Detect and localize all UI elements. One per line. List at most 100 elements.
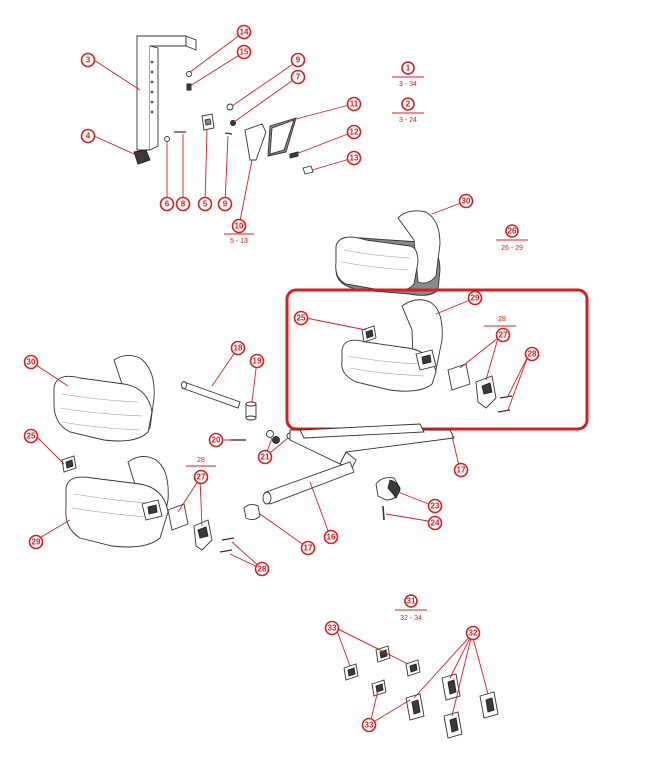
subgroup-28-label-bottom: 28	[197, 457, 205, 464]
svg-text:27: 27	[197, 473, 206, 482]
svg-text:28: 28	[528, 350, 537, 359]
callout-10: 10	[231, 218, 247, 234]
svg-text:9: 9	[296, 56, 301, 65]
callout-15: 15	[236, 44, 252, 60]
callout-3: 3	[80, 52, 96, 68]
callout-6: 6	[159, 196, 175, 212]
callout-21: 21	[257, 449, 273, 465]
callout-27-box: 27	[495, 327, 511, 343]
group-marker-2: 2 3 - 24	[392, 97, 424, 124]
group-marker-10-range: 5 - 13	[224, 233, 254, 245]
headrest-pad-top	[335, 210, 441, 296]
callout-33-bottom: 33	[361, 717, 377, 733]
callout-16: 16	[323, 529, 339, 545]
callout-17-left: 17	[300, 540, 316, 556]
callout-14: 14	[236, 24, 252, 40]
callout-32: 32	[465, 625, 481, 641]
callout-13: 13	[346, 150, 362, 166]
top-leaders	[93, 31, 354, 227]
callout-30-left: 30	[23, 354, 39, 370]
callout-25-box: 25	[293, 310, 309, 326]
group-2-range: 3 - 24	[399, 117, 417, 124]
svg-text:25: 25	[297, 314, 306, 323]
callout-5: 5	[197, 196, 213, 212]
callout-33-top: 33	[324, 620, 340, 636]
long-rod	[181, 381, 241, 409]
svg-text:12: 12	[350, 128, 359, 137]
svg-text:11: 11	[350, 100, 359, 109]
callout-9a: 9	[217, 196, 233, 212]
svg-text:29: 29	[32, 538, 41, 547]
svg-text:2: 2	[406, 100, 411, 109]
svg-text:33: 33	[365, 721, 374, 730]
callout-30-top: 30	[458, 193, 474, 209]
subgroup-28-label-top: 28	[498, 316, 506, 323]
spare-clips	[343, 645, 421, 697]
svg-text:13: 13	[350, 154, 359, 163]
svg-text:31: 31	[407, 597, 416, 606]
callout-20: 20	[208, 432, 224, 448]
svg-text:18: 18	[234, 344, 243, 353]
svg-text:10: 10	[235, 222, 244, 231]
group-marker-1: 1 3 - 34	[392, 61, 424, 88]
highlight-leaders	[305, 299, 529, 411]
lower-left-leaders	[35, 435, 263, 570]
small-washer	[186, 71, 192, 77]
svg-text:25: 25	[27, 432, 36, 441]
svg-text:14: 14	[240, 28, 249, 37]
hinge-plate	[447, 363, 471, 391]
svg-text:17: 17	[457, 466, 466, 475]
headrest-pad-lower-left	[61, 455, 235, 553]
svg-text:24: 24	[431, 519, 440, 528]
svg-text:8: 8	[181, 200, 186, 209]
svg-text:9: 9	[223, 200, 228, 209]
svg-text:20: 20	[212, 436, 221, 445]
svg-text:1: 1	[406, 64, 411, 73]
rod-assembly	[181, 381, 455, 521]
svg-text:30: 30	[462, 197, 471, 206]
svg-text:7: 7	[296, 73, 301, 82]
svg-text:21: 21	[261, 453, 270, 462]
svg-text:19: 19	[253, 357, 262, 366]
callout-19: 19	[249, 353, 265, 369]
svg-text:15: 15	[240, 48, 249, 57]
svg-text:6: 6	[165, 200, 170, 209]
svg-text:26: 26	[508, 227, 517, 236]
svg-text:23: 23	[431, 502, 440, 511]
callout-18: 18	[230, 340, 246, 356]
callout-28-box: 28	[524, 346, 540, 362]
callout-17-right: 17	[453, 462, 469, 478]
mounting-post-assembly	[133, 35, 314, 175]
callout-27-left: 27	[193, 469, 209, 485]
group-31-range: 32 - 34	[400, 615, 422, 622]
svg-text:33: 33	[328, 624, 337, 633]
callout-23: 23	[427, 498, 443, 514]
svg-text:3: 3	[86, 56, 91, 65]
bottom-leaders	[335, 627, 489, 725]
vertical-post	[136, 35, 187, 151]
svg-text:17: 17	[304, 544, 313, 553]
highlight-box	[285, 288, 589, 431]
callout-24: 24	[427, 515, 443, 531]
callout-28-left: 28	[254, 561, 270, 577]
svg-text:4: 4	[86, 132, 91, 141]
callout-8: 8	[175, 196, 191, 212]
svg-text:16: 16	[327, 533, 336, 542]
small-screw	[186, 83, 192, 91]
callout-layer: 3 14 15 4 6 8 5 9 9 7 10 11 12 13 30 2 5 …	[23, 24, 540, 733]
svg-text:28: 28	[258, 565, 267, 574]
svg-text:29: 29	[471, 294, 480, 303]
svg-text:32: 32	[469, 629, 478, 638]
group-marker-31: 31 32 - 34	[395, 594, 427, 622]
group-26-range: 26 - 29	[501, 245, 523, 252]
callout-25-left: 25	[23, 428, 39, 444]
svg-text:5: 5	[203, 200, 208, 209]
bracket	[244, 123, 267, 161]
callout-29-box: 29	[467, 290, 483, 306]
callout-11: 11	[346, 96, 362, 112]
callout-9: 9	[290, 52, 306, 68]
callout-12: 12	[346, 124, 362, 140]
callout-4: 4	[80, 128, 96, 144]
callout-7: 7	[290, 69, 306, 85]
